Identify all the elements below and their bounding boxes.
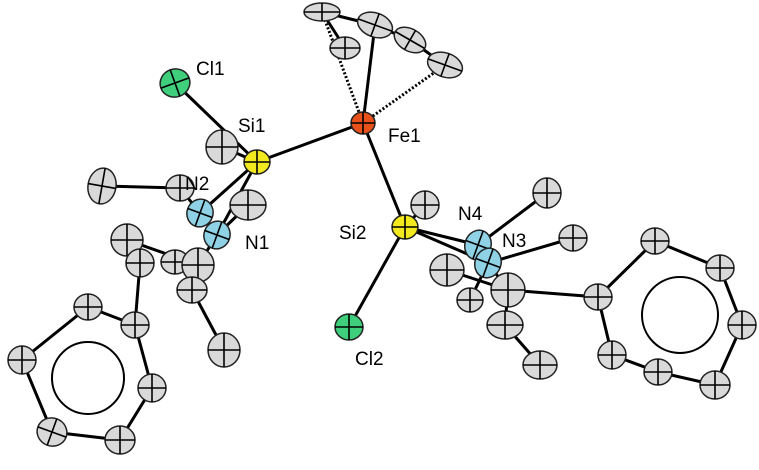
atom-n1 (203, 220, 231, 250)
label-cl1: Cl1 (196, 59, 225, 80)
atom-c4 (87, 167, 117, 205)
label-si1: Si1 (238, 116, 265, 137)
atom-c7 (181, 247, 215, 283)
atom-si1 (243, 149, 271, 175)
label-n3: N3 (502, 231, 526, 252)
label-cl2: Cl2 (355, 349, 384, 370)
atom-p4 (104, 425, 136, 455)
atom-c9 (207, 332, 241, 368)
label-n2: N2 (185, 174, 209, 195)
atom-d1 (410, 190, 440, 220)
aromatic-ring-1 (51, 341, 125, 415)
atom-d8 (456, 287, 484, 313)
atom-c1 (205, 129, 239, 165)
bond-fe-cp1 (320, 11, 365, 124)
bond-fe-si1 (256, 121, 364, 164)
atom-cp5 (329, 36, 361, 60)
atom-d4 (429, 253, 465, 287)
bond-n3-d3 (487, 236, 574, 265)
atom-cl1 (159, 68, 191, 98)
bond-fe-si2 (361, 122, 407, 228)
label-n1: N1 (245, 233, 269, 254)
atom-q6 (597, 340, 627, 370)
atom-d5 (490, 272, 526, 308)
atom-q0 (583, 283, 613, 311)
bond-si2-cl2 (347, 226, 407, 328)
atom-q3 (727, 310, 757, 340)
atom-c3 (229, 189, 267, 221)
atom-c2 (165, 174, 195, 202)
atom-n2 (186, 198, 214, 228)
atom-p2 (120, 311, 150, 339)
label-n4: N4 (458, 204, 483, 225)
atom-c10 (125, 248, 155, 278)
atom-q4 (699, 370, 731, 400)
atom-n3 (474, 247, 502, 279)
atom-fe (350, 111, 376, 135)
bond-fe-cp4 (362, 63, 446, 125)
atom-d6 (486, 310, 524, 340)
atom-d2 (532, 177, 562, 209)
atom-p1 (73, 293, 103, 321)
atom-d7 (522, 350, 558, 380)
atom-p5 (36, 417, 68, 447)
atom-q2 (705, 254, 735, 282)
label-si2: Si2 (339, 223, 366, 244)
atom-cl2 (334, 313, 364, 341)
atom-p6 (7, 345, 37, 375)
atom-q1 (640, 227, 670, 255)
atom-cp3 (393, 26, 427, 54)
atom-p3 (137, 373, 167, 403)
aromatic-ring-2 (641, 276, 719, 354)
atom-cp2 (356, 11, 394, 39)
label-fe1: Fe1 (388, 126, 421, 147)
atom-c5 (110, 223, 144, 257)
atoms (7, 2, 757, 455)
atom-si2 (391, 214, 419, 240)
atom-c8 (176, 276, 208, 304)
atom-cp1 (303, 2, 341, 22)
atom-q5 (643, 358, 673, 386)
atom-cp4 (426, 51, 464, 79)
bond-si1-cl1 (173, 81, 259, 164)
bond-fe-cp2 (361, 24, 377, 124)
atom-d3 (558, 224, 588, 252)
atom-labels: Cl1 Si1 Fe1 N2 N1 Si2 N4 N3 Cl2 (185, 59, 526, 370)
